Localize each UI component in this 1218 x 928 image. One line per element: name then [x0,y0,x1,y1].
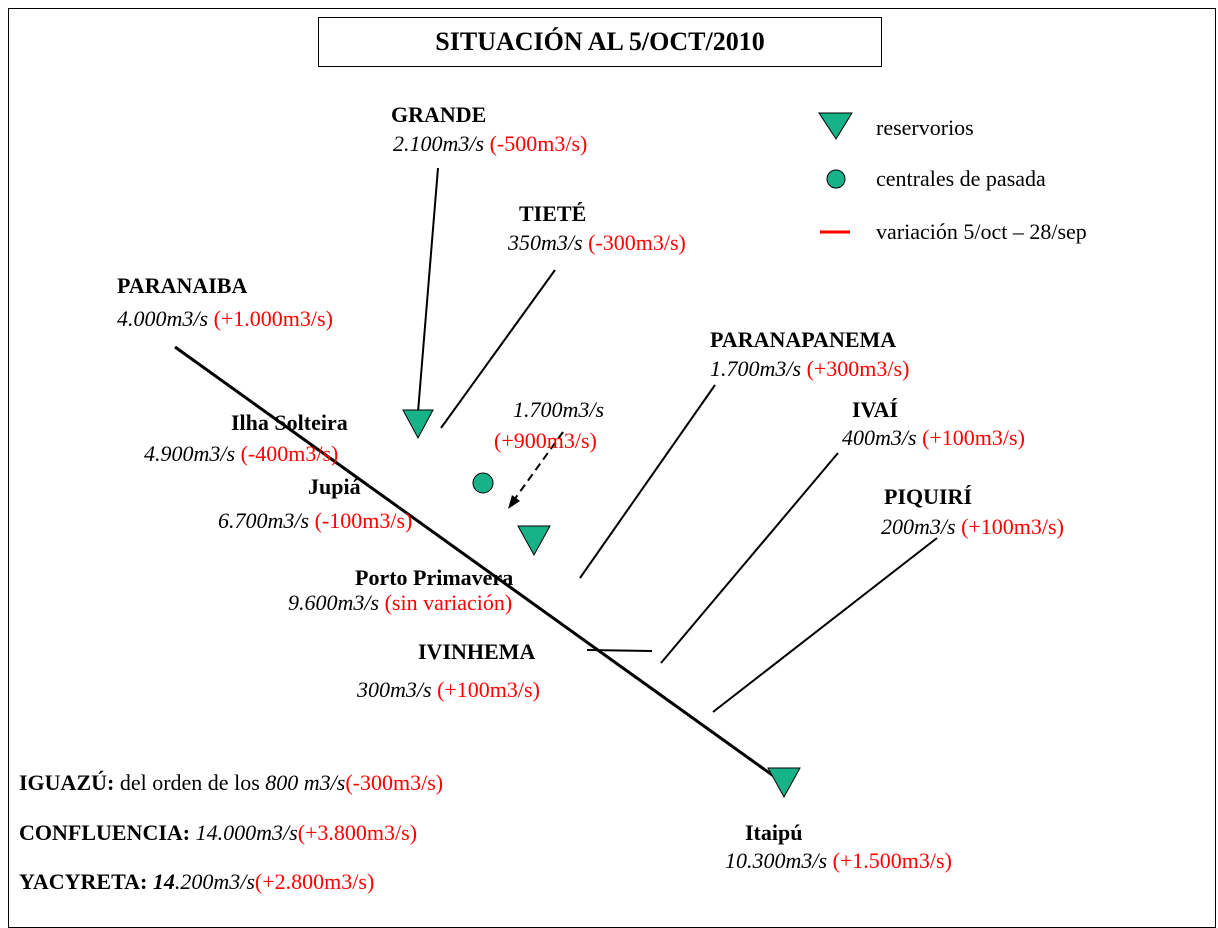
tiete-variation: (-300m3/s) [588,230,686,255]
tiete-name: TIETÉ [519,201,587,226]
title-box: SITUACIÓN AL 5/OCT/2010 [318,17,882,67]
paranapanema-river [579,384,716,579]
ivai-name: IVAÍ [852,397,899,422]
ivinhema-flow: 300m3/s [357,677,432,702]
iguazu-flow: 800 m3/s [265,770,346,795]
itaipu-reservoir-icon [767,767,801,799]
tiete-river [440,269,556,429]
ilha-solteira-flow-row: 4.900m3/s (-400m3/s) [144,441,338,467]
legend-run-of-river-icon [826,169,846,189]
iguazu-variation: (-300m3/s) [345,770,444,795]
jupia-run-of-river-icon [472,472,494,494]
itaipu-name: Itaipú [745,820,803,845]
porto-primavera-flow: 9.600m3/s [288,590,380,615]
piquiri-river [712,537,938,713]
piquiri-flow-row: 200m3/s (+100m3/s) [881,514,1064,540]
ilha-solteira-variation: (-400m3/s) [240,441,339,466]
page-title: SITUACIÓN AL 5/OCT/2010 [435,27,765,56]
jupia-variation: (-100m3/s) [314,508,413,533]
tiete-flow-row: 350m3/s (-300m3/s) [508,230,686,256]
river-network [174,112,938,799]
piquiri-flow: 200m3/s [881,514,956,539]
paranaiba-flow: 4.000m3/s [117,306,209,331]
jupia-flow: 6.700m3/s [218,508,310,533]
grande-river [417,167,439,413]
ivai-variation: (+100m3/s) [922,425,1025,450]
ivai-flow: 400m3/s [842,425,917,450]
ilha-solteira-name: Ilha Solteira [231,410,348,435]
lateral-inflow-arrowhead [508,495,520,509]
parana-main-river [174,345,783,784]
yacyreta-flow-bold: 14 [152,869,175,894]
lateral-inflow-arrow [513,431,564,501]
porto-primavera-variation: (sin variación) [384,590,513,615]
legend-run-of-river-label: centrales de pasada [876,166,1046,191]
iguazu-prefix: del orden de los [119,770,260,795]
yacyreta-name: YACYRETA: [19,869,148,894]
ivinhema-flow-row: 300m3/s (+100m3/s) [357,677,540,703]
lateral-inflow-variation: (+900m3/s) [494,428,597,453]
ivinhema-name: IVINHEMA [418,639,536,664]
grande-name: GRANDE [391,102,487,127]
yacyreta-variation: (+2.800m3/s) [254,869,375,894]
paranaiba-name: PARANAIBA [117,273,248,298]
ilha-solteira-flow: 4.900m3/s [144,441,236,466]
jupia-flow-row: 6.700m3/s (-100m3/s) [218,508,412,534]
summary-iguazu: IGUAZÚ: del orden de los 800 m3/s(-300m3… [19,770,443,796]
piquiri-name: PIQUIRÍ [884,484,973,509]
confluencia-name: CONFLUENCIA: [19,820,191,845]
porto-primavera-reservoir-icon [517,525,551,557]
iguazu-name: IGUAZÚ: [19,770,115,795]
summary-confluencia: CONFLUENCIA: 14.000m3/s(+3.800m3/s) [19,820,417,846]
jupia-name: Jupiá [308,474,361,499]
grande-variation: (-500m3/s) [489,131,588,156]
tiete-flow: 350m3/s [508,230,583,255]
ivai-river [660,452,839,664]
summary-yacyreta: YACYRETA: 14.200m3/s(+2.800m3/s) [19,869,374,895]
piquiri-variation: (+100m3/s) [961,514,1064,539]
legend-reservoir-icon [818,112,853,140]
grande-flow-row: 2.100m3/s (-500m3/s) [393,131,587,157]
ivinhema-river [586,649,653,652]
paranapanema-flow-row: 1.700m3/s (+300m3/s) [710,356,909,382]
itaipu-flow-row: 10.300m3/s (+1.500m3/s) [725,848,952,874]
paranaiba-flow-row: 4.000m3/s (+1.000m3/s) [117,306,333,332]
yacyreta-flow-rest: .200m3/s [174,869,255,894]
paranapanema-variation: (+300m3/s) [806,356,910,381]
paranaiba-variation: (+1.000m3/s) [213,306,333,331]
ivinhema-variation: (+100m3/s) [437,677,540,702]
grande-flow: 2.100m3/s [393,131,485,156]
porto-primavera-name: Porto Primavera [355,565,514,590]
ilha-solteira-reservoir-icon [402,409,434,440]
confluencia-flow: 14.000m3/s [195,820,298,845]
lateral-inflow-flow: 1.700m3/s [513,397,605,422]
ivai-flow-row: 400m3/s (+100m3/s) [842,425,1025,451]
legend-variation-label: variación 5/oct – 28/sep [876,219,1087,244]
itaipu-flow: 10.300m3/s [725,848,828,873]
legend-reservoir-label: reservorios [876,115,974,140]
paranapanema-name: PARANAPANEMA [710,327,897,352]
itaipu-variation: (+1.500m3/s) [832,848,952,873]
paranapanema-flow: 1.700m3/s [710,356,802,381]
confluencia-variation: (+3.800m3/s) [297,820,418,845]
porto-primavera-flow-row: 9.600m3/s (sin variación) [288,590,512,616]
